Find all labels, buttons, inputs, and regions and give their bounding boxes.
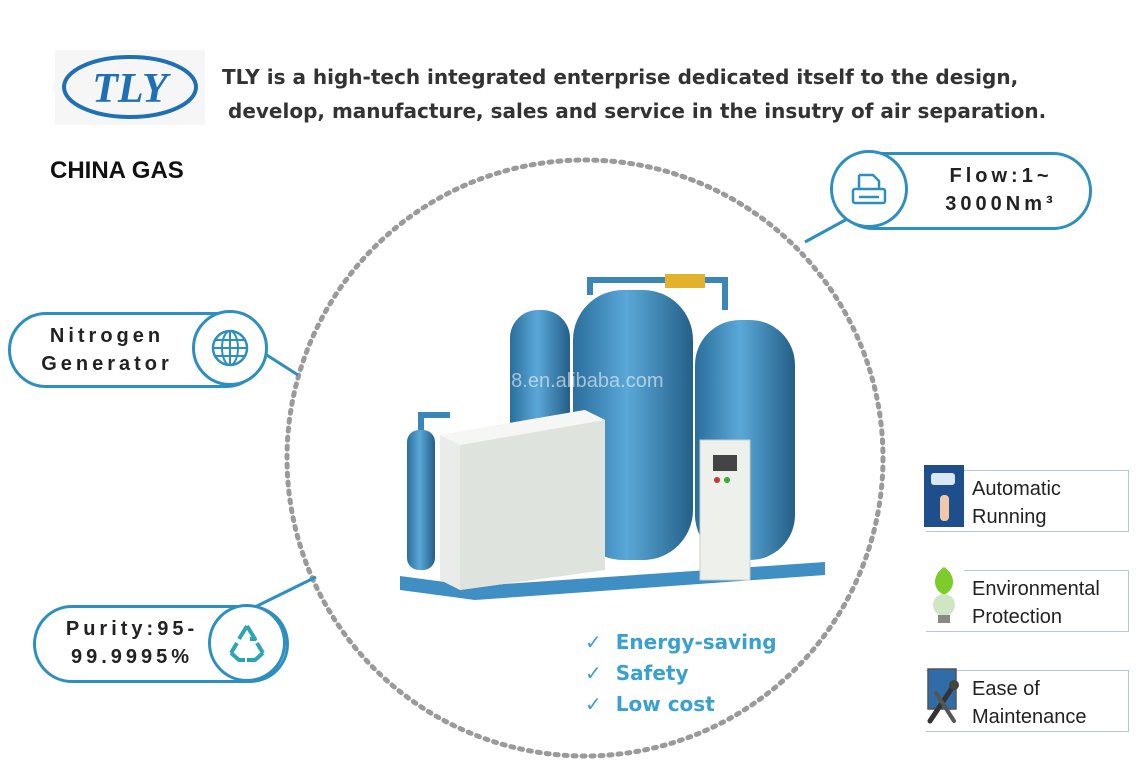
document-print-icon <box>830 150 908 228</box>
feature-line-1: Environmental <box>972 578 1100 600</box>
feature-line-2: Running <box>972 506 1047 528</box>
feature-label: Automatic Running <box>972 475 1061 531</box>
switch-icon <box>924 465 964 527</box>
benefit-label: Energy-saving <box>615 630 777 654</box>
check-icon: ✓ <box>585 630 602 654</box>
brand-label: CHINA GAS <box>50 157 184 184</box>
nitrogen-line-1: Nitrogen <box>49 325 165 347</box>
company-logo: TLY <box>55 50 205 125</box>
nitrogen-generator-machine <box>400 274 825 600</box>
recycle-icon <box>208 604 286 682</box>
check-icon: ✓ <box>585 692 602 716</box>
feature-line-1: Ease of <box>972 678 1040 700</box>
nitrogen-line-2: Generator <box>41 353 173 375</box>
watermark: teluoyi1688.en.alibaba.com <box>420 370 664 392</box>
purity-line-1: Purity:95- <box>65 618 199 640</box>
feature-label: Ease of Maintenance <box>972 675 1087 731</box>
feature-ease-of-maintenance: Ease of Maintenance <box>926 668 1129 732</box>
dotted-circle <box>284 157 886 759</box>
benefit-safety: ✓ Safety <box>585 661 689 685</box>
purity-connector <box>254 575 317 609</box>
benefit-label: Safety <box>615 661 689 685</box>
tagline-line-2: develop, manufacture, sales and service … <box>228 99 1047 123</box>
nitrogen-connector <box>261 350 299 377</box>
check-icon: ✓ <box>585 661 602 685</box>
feature-label: Environmental Protection <box>972 575 1100 631</box>
feature-line-2: Maintenance <box>972 706 1087 728</box>
logo-text: TLY <box>92 66 171 112</box>
purity-text: Purity:95- 99.9995% <box>46 615 218 671</box>
feature-line-1: Automatic <box>972 478 1061 500</box>
benefit-energy-saving: ✓ Energy-saving <box>585 630 777 654</box>
flow-line-1: Flow:1~ <box>949 165 1053 187</box>
feature-line-2: Protection <box>972 606 1063 628</box>
eco-bulb-icon <box>924 565 964 627</box>
feature-environmental-protection: Environmental Protection <box>924 565 1129 632</box>
feature-automatic-running: Automatic Running <box>924 465 1129 532</box>
tagline-line-1: TLY is a high-tech integrated enterprise… <box>222 65 1019 89</box>
tools-icon <box>927 668 959 724</box>
flow-text: Flow:1~ 3000Nm³ <box>917 162 1085 218</box>
globe-icon <box>192 310 268 386</box>
flow-line-2: 3000Nm³ <box>945 193 1057 215</box>
nitrogen-text: Nitrogen Generator <box>21 322 193 378</box>
benefit-label: Low cost <box>615 692 715 716</box>
company-tagline: TLY is a high-tech integrated enterprise… <box>222 60 1052 128</box>
purity-line-2: 99.9995% <box>70 646 194 668</box>
benefit-low-cost: ✓ Low cost <box>585 692 715 716</box>
